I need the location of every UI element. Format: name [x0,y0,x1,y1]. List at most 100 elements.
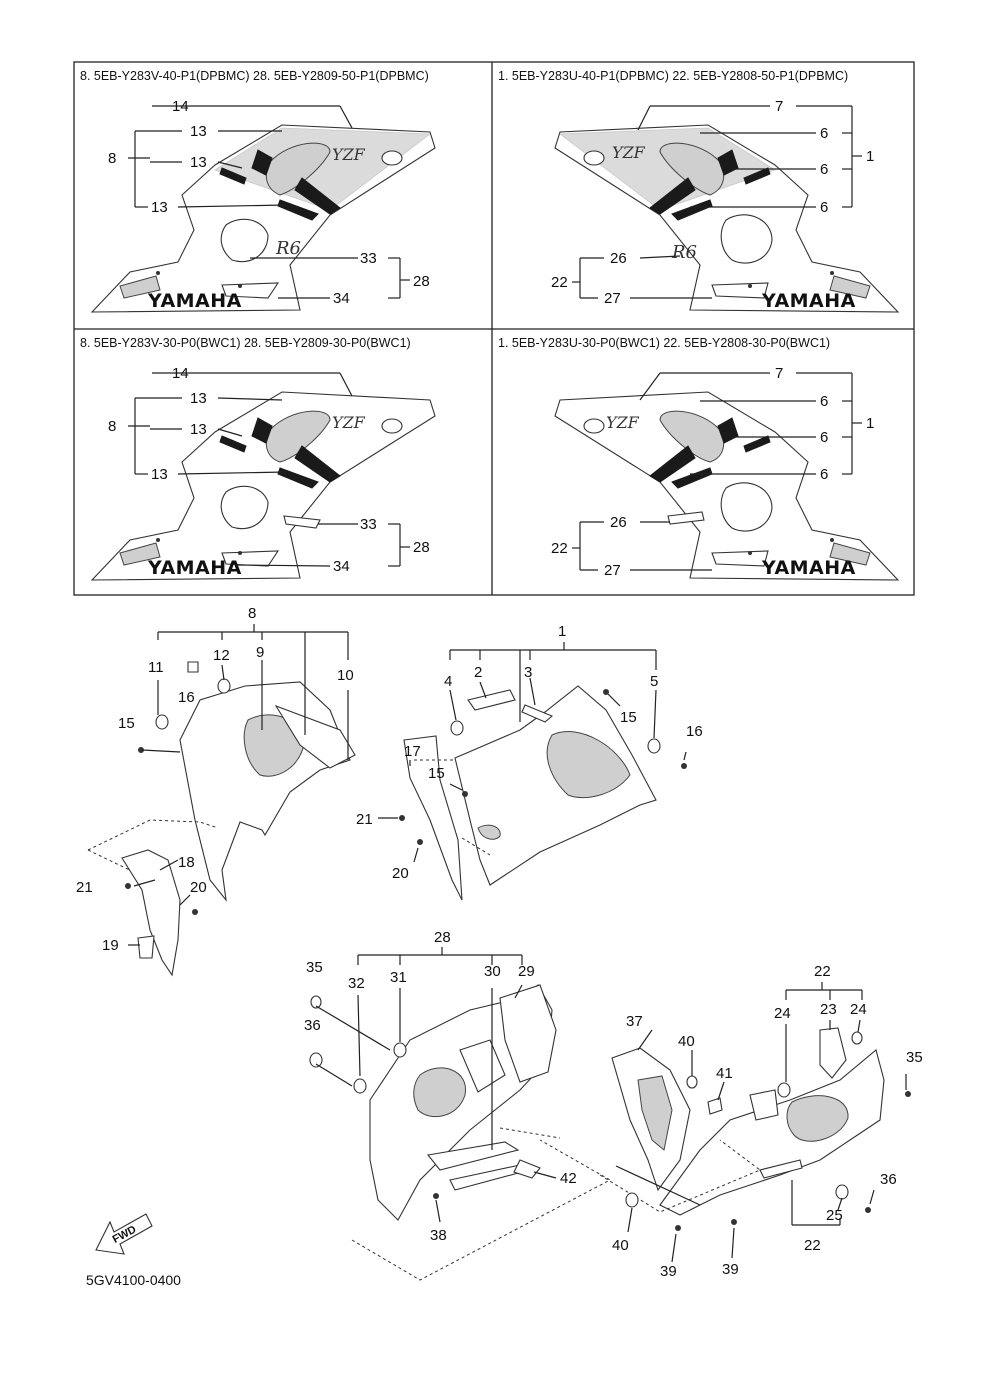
callout-p1-13c: 13 [151,199,168,216]
fwd-arrow-icon [95,1213,153,1255]
callout-lr-37: 37 [626,1013,643,1030]
upper-left-callouts [128,624,349,946]
callout-p4-26: 26 [610,514,627,531]
panel-4-header: 1. 5EB-Y283U-30-P0(BWC1) 22. 5EB-Y2808-3… [498,336,830,350]
callout-ul-8: 8 [248,605,256,622]
callout-p1-8: 8 [108,150,116,167]
svg-text:YZF: YZF [332,413,366,432]
callout-p1-13b: 13 [190,154,207,171]
panel-3-brand: YAMAHA [147,557,242,579]
upper-left-side-cowling [87,661,356,977]
callout-ur-16: 16 [686,723,703,740]
callout-ll-38: 38 [430,1227,447,1244]
callout-p2-26: 26 [610,250,627,267]
lower-right-under-cowling [599,1027,911,1231]
callout-lr-22b: 22 [804,1237,821,1254]
lower-left-callouts [315,947,557,1223]
callout-p2-22: 22 [551,274,568,291]
callout-lr-40b: 40 [612,1237,629,1254]
fwd-label: FWD [111,1224,139,1246]
callout-ul-12: 12 [213,647,230,664]
panel-3-header: 8. 5EB-Y283V-30-P0(BWC1) 28. 5EB-Y2809-3… [80,336,411,350]
callout-p4-22: 22 [551,540,568,557]
callout-lr-25: 25 [826,1207,843,1224]
callout-lr-24b: 24 [850,1001,867,1018]
callout-p3-34: 34 [333,558,350,575]
callout-ur-3: 3 [524,664,532,681]
callout-lr-36: 36 [880,1171,897,1188]
callout-p4-27: 27 [604,562,621,579]
panel-4-right-fairing: YZF [554,391,900,581]
callout-lr-39a: 39 [660,1263,677,1280]
callout-ul-21: 21 [76,879,93,896]
callout-p2-6c: 6 [820,199,828,216]
panel-3-left-fairing: YZF [90,391,436,581]
callout-p1-33: 33 [360,250,377,267]
callout-ll-42: 42 [560,1170,577,1187]
lower-left-under-cowling [309,984,612,1281]
callout-p4-6c: 6 [820,466,828,483]
callout-p4-6b: 6 [820,429,828,446]
callout-ul-9: 9 [256,644,264,661]
panel-1-callouts [128,105,410,299]
callout-ur-15b: 15 [428,765,445,782]
svg-text:YZF: YZF [606,413,640,432]
callout-ll-29: 29 [518,963,535,980]
callout-p4-1: 1 [866,415,874,432]
upper-right-side-cowling [399,685,687,901]
callout-ul-19: 19 [102,937,119,954]
panel-1-left-fairing: R6 YZF [90,124,436,313]
callout-p1-34: 34 [333,290,350,307]
callout-ll-28: 28 [434,929,451,946]
lower-right-callouts [615,982,907,1263]
panel-2-right-fairing: R6 YZF [554,124,900,313]
callout-ll-31: 31 [390,969,407,986]
callout-ul-15: 15 [118,715,135,732]
diagram-code: 5GV4100-0400 [86,1272,181,1288]
svg-text:YZF: YZF [612,143,646,162]
callout-p3-28: 28 [413,539,430,556]
svg-text:R6: R6 [275,238,301,259]
callout-p4-6a: 6 [820,393,828,410]
callout-p3-13b: 13 [190,421,207,438]
callout-lr-23: 23 [820,1001,837,1018]
callout-ul-18: 18 [178,854,195,871]
panel-2-brand: YAMAHA [761,290,856,312]
panel-1-brand: YAMAHA [147,290,242,312]
callout-p2-1: 1 [866,148,874,165]
callout-lr-22a: 22 [814,963,831,980]
callout-ll-36: 36 [304,1017,321,1034]
decal-panels-frame [73,61,915,596]
callout-p3-33: 33 [360,516,377,533]
callout-ll-30: 30 [484,963,501,980]
callout-ur-1: 1 [558,623,566,640]
panel-3-callouts [128,372,410,567]
callout-ur-17: 17 [404,743,421,760]
callout-p1-28: 28 [413,273,430,290]
callout-p1-14: 14 [172,98,189,115]
callout-p3-13a: 13 [190,390,207,407]
callout-ll-35: 35 [306,959,323,976]
svg-text:R6: R6 [671,242,697,263]
callout-p2-27: 27 [604,290,621,307]
callout-lr-40a: 40 [678,1033,695,1050]
upper-right-callouts [378,642,687,863]
callout-p2-6a: 6 [820,125,828,142]
svg-text:YZF: YZF [332,145,366,164]
callout-ur-2: 2 [474,664,482,681]
callout-p3-14: 14 [172,365,189,382]
panel-1-header: 8. 5EB-Y283V-40-P1(DPBMC) 28. 5EB-Y2809-… [80,69,429,83]
panel-2-header: 1. 5EB-Y283U-40-P1(DPBMC) 22. 5EB-Y2808-… [498,69,848,83]
panel-2-callouts [572,105,862,299]
callout-ur-20: 20 [392,865,409,882]
callout-ur-4: 4 [444,673,452,690]
callout-lr-41: 41 [716,1065,733,1082]
callout-p1-13a: 13 [190,123,207,140]
callout-ll-32: 32 [348,975,365,992]
callout-ul-11: 11 [148,659,164,676]
callout-ur-5: 5 [650,673,658,690]
callout-p4-7: 7 [775,365,783,382]
callout-p3-8: 8 [108,418,116,435]
callout-p3-13c: 13 [151,466,168,483]
